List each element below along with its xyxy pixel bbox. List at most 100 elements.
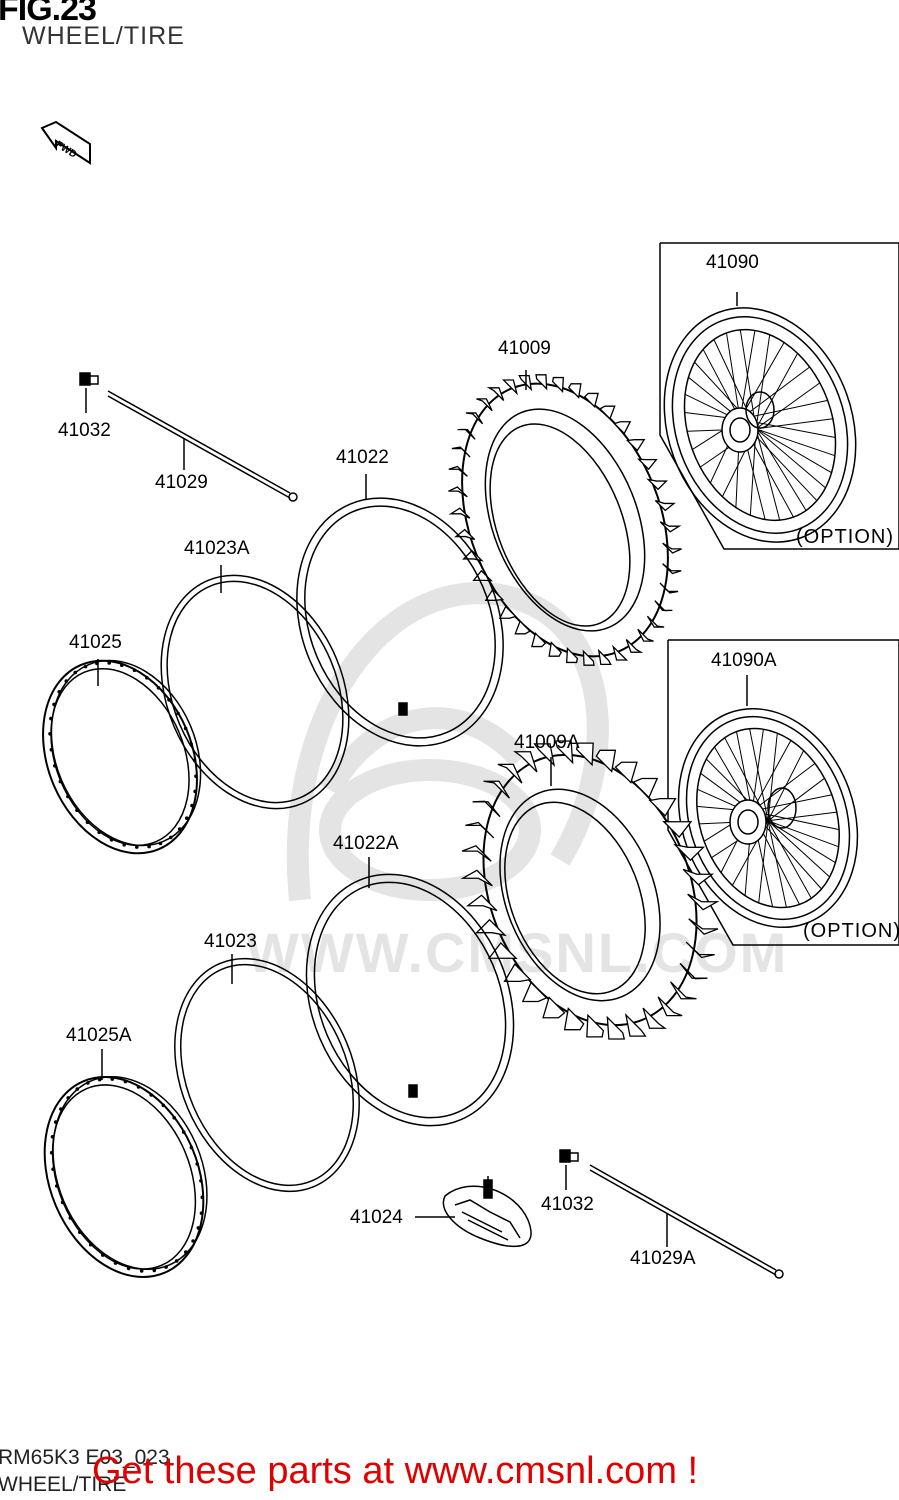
wheel-spoke bbox=[739, 329, 757, 429]
wheel-spoke bbox=[749, 728, 769, 821]
rear-tube bbox=[305, 857, 515, 1127]
wheel-spoke bbox=[751, 729, 764, 812]
rim-hole bbox=[156, 686, 161, 690]
rim-hole bbox=[192, 758, 197, 763]
figure-number: FIG.23 bbox=[0, 0, 97, 28]
tire-knob bbox=[465, 412, 484, 425]
wheel-spoke bbox=[755, 428, 826, 489]
rim-hole bbox=[109, 838, 114, 842]
part-label-41023A[interactable]: 41023A bbox=[184, 538, 250, 559]
tire-knob bbox=[448, 507, 471, 519]
wheel-spoke bbox=[751, 740, 792, 812]
tire-knob bbox=[503, 963, 532, 983]
tire-knob bbox=[614, 761, 638, 784]
part-label-41022[interactable]: 41022 bbox=[336, 447, 389, 468]
footer-subtitle: WHEEL/TIRE bbox=[0, 1473, 127, 1496]
wheel-spoke bbox=[755, 382, 821, 430]
rim-hole bbox=[190, 803, 194, 808]
wheel-spoke bbox=[767, 811, 837, 822]
rim-hole bbox=[152, 1268, 157, 1273]
rim-hole bbox=[149, 1093, 153, 1097]
part-label-41032[interactable]: 41032 bbox=[58, 420, 111, 441]
rim-hole bbox=[185, 816, 189, 820]
tire-knob bbox=[460, 869, 493, 887]
cta-link[interactable]: Get these parts at www.cmsnl.com ! bbox=[92, 1450, 699, 1492]
rim-hole bbox=[132, 668, 137, 672]
rim-hole bbox=[75, 808, 79, 812]
rim-hole bbox=[136, 1085, 141, 1089]
tire-knob bbox=[646, 478, 668, 491]
rim-hole bbox=[85, 820, 90, 824]
rim-hole bbox=[97, 830, 101, 834]
part-label-41025[interactable]: 41025 bbox=[69, 632, 122, 653]
tire-knob bbox=[548, 641, 563, 657]
tire-knob bbox=[673, 843, 705, 862]
part-label-41029A[interactable]: 41029A bbox=[630, 1248, 696, 1269]
rim-hole bbox=[200, 1195, 205, 1200]
tire-knob bbox=[659, 521, 682, 533]
wheel-spoke bbox=[758, 820, 769, 903]
tire-knob bbox=[662, 820, 693, 839]
rim-hole bbox=[60, 1200, 65, 1205]
rim-hole bbox=[189, 742, 193, 746]
wheel-spoke bbox=[767, 820, 839, 848]
wheel-spoke bbox=[726, 332, 741, 420]
rim-hole bbox=[75, 1087, 80, 1091]
tire-knob bbox=[465, 894, 498, 912]
nipple-bottom bbox=[559, 1149, 579, 1190]
tire-knob bbox=[486, 387, 505, 401]
tire-knob bbox=[597, 648, 612, 666]
part-label-41023[interactable]: 41023 bbox=[204, 931, 257, 952]
rim-hole bbox=[64, 679, 69, 683]
part-label-41032-bottom[interactable]: 41032 bbox=[541, 1194, 594, 1215]
wheel-spoke bbox=[755, 428, 836, 457]
rim-hole bbox=[147, 844, 151, 849]
tire-knob bbox=[679, 962, 708, 980]
tire-knob bbox=[687, 893, 720, 911]
rim-hole bbox=[49, 716, 53, 721]
rear-tire bbox=[460, 740, 720, 1040]
part-label-41009A[interactable]: 41009A bbox=[514, 732, 580, 753]
part-label-41009[interactable]: 41009 bbox=[498, 338, 551, 359]
rim-hole bbox=[181, 1130, 186, 1134]
part-label-41024[interactable]: 41024 bbox=[350, 1207, 403, 1228]
rim-hole bbox=[169, 835, 173, 840]
tire-knob bbox=[498, 605, 517, 619]
part-label-41022A[interactable]: 41022A bbox=[333, 833, 399, 854]
logo-watermark bbox=[286, 582, 609, 902]
tire-knob bbox=[448, 486, 468, 498]
rim-hole bbox=[172, 1116, 176, 1120]
part-label-41090A[interactable]: 41090A bbox=[711, 650, 777, 671]
part-label-41029[interactable]: 41029 bbox=[155, 472, 208, 493]
tire-knob bbox=[454, 528, 476, 541]
tire-knob bbox=[483, 780, 510, 799]
tire-knob bbox=[457, 428, 476, 440]
tire-knob bbox=[659, 582, 679, 594]
wheel-spoke bbox=[751, 763, 816, 812]
front-rim bbox=[42, 659, 202, 855]
wheel-spoke bbox=[736, 731, 753, 812]
tire-knob bbox=[542, 996, 566, 1019]
part-label-41090[interactable]: 41090 bbox=[706, 252, 759, 273]
rim-hole bbox=[199, 1179, 203, 1183]
rim-hole bbox=[59, 1107, 63, 1111]
rim-hole bbox=[167, 698, 171, 702]
rim-hole bbox=[196, 1226, 201, 1230]
tire-knob bbox=[514, 620, 532, 635]
rim-hole bbox=[122, 843, 126, 847]
rim-hole bbox=[53, 764, 57, 768]
rim-hole bbox=[51, 1167, 55, 1171]
part-label-41025A[interactable]: 41025A bbox=[66, 1025, 132, 1046]
option-box-front bbox=[659, 242, 899, 550]
tire-knob bbox=[518, 374, 533, 392]
nipple-top bbox=[79, 372, 99, 413]
tire-knob bbox=[575, 742, 594, 767]
rim-lock bbox=[415, 1176, 532, 1248]
rim-hole bbox=[123, 1079, 128, 1084]
rim-hole bbox=[57, 690, 61, 694]
tire-knob bbox=[670, 981, 697, 1000]
tire-knob bbox=[501, 379, 518, 396]
rim-hole bbox=[50, 1135, 55, 1139]
